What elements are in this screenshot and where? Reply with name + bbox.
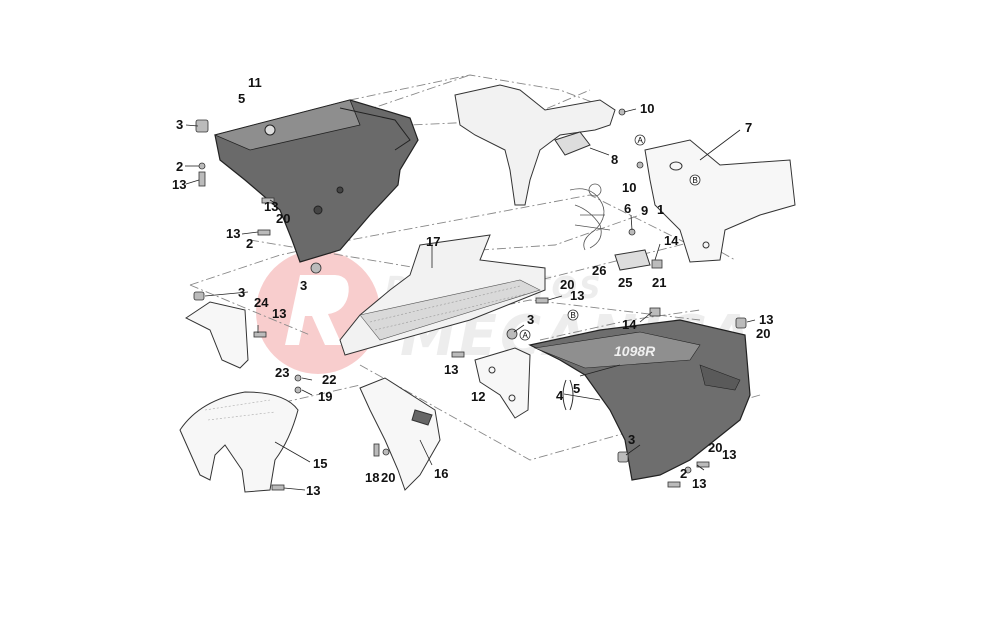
callout-20: 20 (756, 326, 771, 341)
side-inner-panel (359, 377, 441, 491)
callout-19: 19 (318, 389, 333, 404)
clip-4 (562, 379, 574, 411)
callout-4: 4 (556, 388, 564, 403)
callout-10: 10 (622, 180, 637, 195)
callout-6: 6 (624, 201, 632, 216)
callout-2: 2 (176, 159, 184, 174)
right-inner-panel (644, 139, 796, 263)
reference-marker-a-2: A (519, 329, 531, 341)
lower-left-bracket (185, 301, 249, 369)
callout-5: 5 (238, 91, 246, 106)
callout-10: 10 (640, 101, 655, 116)
callout-3: 3 (527, 312, 535, 327)
callout-3: 3 (238, 285, 246, 300)
small-bracket (614, 249, 651, 271)
callout-20: 20 (381, 470, 396, 485)
callout-21: 21 (652, 275, 667, 290)
callout-20: 20 (708, 440, 723, 455)
callout-9: 9 (641, 203, 649, 218)
reference-marker-a-1: A (634, 134, 646, 146)
svg-text:B: B (571, 311, 576, 320)
callout-8: 8 (611, 152, 619, 167)
callout-14: 14 (664, 233, 679, 248)
svg-text:A: A (638, 136, 644, 145)
wiring-harness (569, 183, 611, 251)
fairing-bracket (454, 84, 616, 206)
fasteners (193, 108, 747, 491)
callout-13: 13 (306, 483, 321, 498)
upper-fairing-left (213, 99, 419, 263)
callout-11: 11 (248, 75, 262, 90)
callout-18: 18 (365, 470, 380, 485)
front-mudguard (179, 391, 299, 493)
callout-26: 26 (592, 263, 607, 278)
callout-24: 24 (254, 295, 269, 310)
callout-22: 22 (322, 372, 337, 387)
reference-marker-b-2: B (567, 309, 579, 321)
callout-15: 15 (313, 456, 328, 471)
callout-13: 13 (264, 199, 279, 214)
decal-text: 1098R (614, 343, 656, 359)
callout-13: 13 (172, 177, 187, 192)
callout-3: 3 (300, 278, 308, 293)
reference-marker-b-1: B (689, 174, 701, 186)
svg-text:A: A (523, 331, 529, 340)
callout-20: 20 (560, 277, 575, 292)
callout-13: 13 (722, 447, 737, 462)
callout-12: 12 (471, 389, 486, 404)
callout-13: 13 (444, 362, 459, 377)
right-main-fairing: 1098R (528, 319, 751, 481)
callout-14: 14 (622, 317, 637, 332)
belly-pan (339, 234, 546, 356)
callout-5: 5 (573, 381, 581, 396)
callout-13: 13 (226, 226, 241, 241)
callout-13: 13 (759, 312, 774, 327)
callout-3: 3 (176, 117, 184, 132)
callout-13: 13 (272, 306, 287, 321)
callout-13: 13 (692, 476, 707, 491)
svg-text:B: B (693, 176, 698, 185)
callout-17: 17 (426, 234, 441, 249)
callout-13: 13 (570, 288, 585, 303)
callout-16: 16 (434, 466, 449, 481)
callout-23: 23 (275, 365, 290, 380)
bracket-12 (474, 347, 531, 419)
callout-2: 2 (246, 236, 254, 251)
leader-lines (185, 108, 756, 491)
callout-2: 2 (680, 466, 688, 481)
callout-1: 1 (657, 202, 665, 217)
callout-25: 25 (618, 275, 633, 290)
callout-3: 3 (628, 432, 636, 447)
callout-20: 20 (276, 211, 291, 226)
callout-7: 7 (745, 120, 753, 135)
